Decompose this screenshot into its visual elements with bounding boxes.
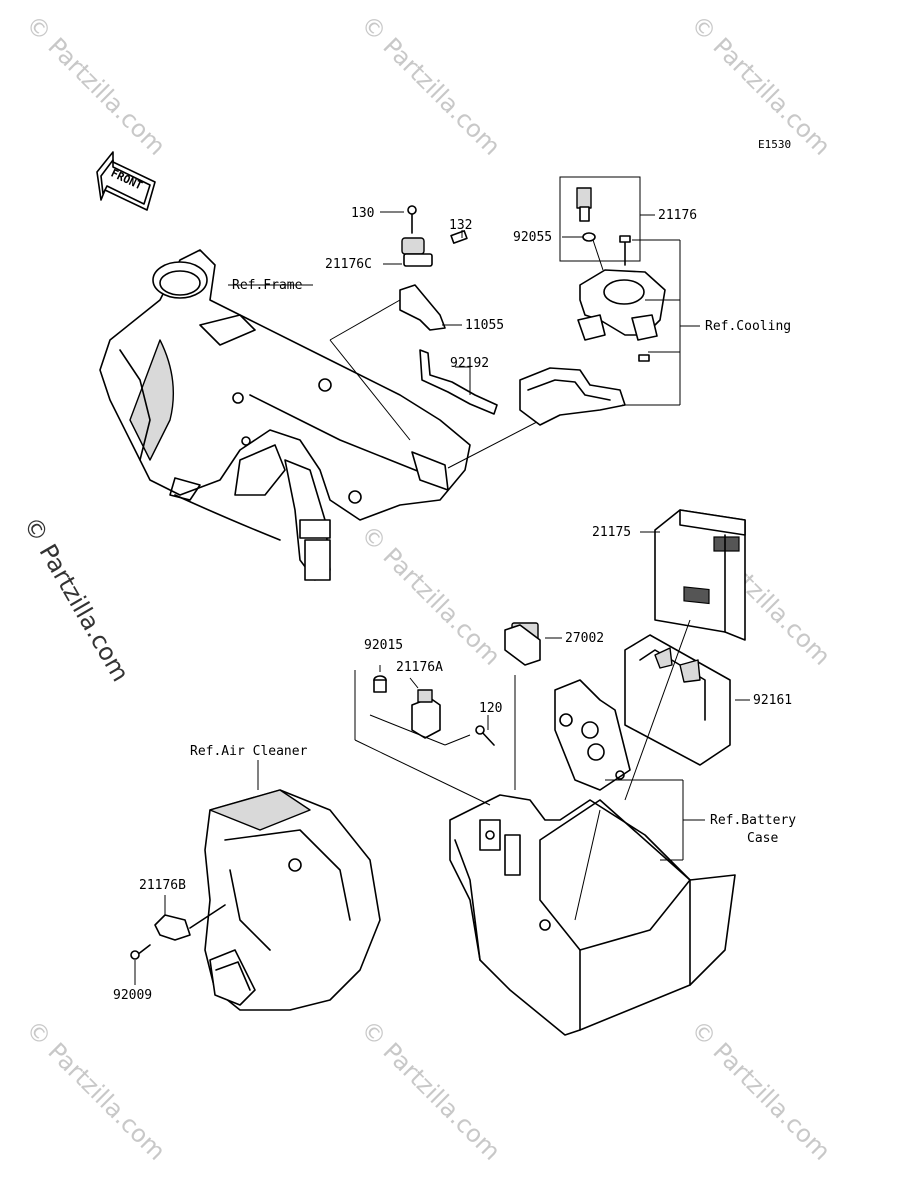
label-132: 132 — [449, 218, 473, 233]
ecu-bracket — [554, 634, 731, 791]
label-21176a: 21176A — [396, 660, 443, 675]
ecu-unit — [654, 509, 746, 641]
diagram-code: E1530 — [758, 138, 792, 151]
label-ref-frame: Ref.Frame — [232, 278, 303, 293]
sensor-21176c — [399, 205, 498, 415]
front-arrow-icon — [96, 151, 156, 211]
leader-lines-upper — [228, 211, 700, 406]
label-92055: 92055 — [513, 230, 553, 245]
sensor-21176a — [373, 675, 495, 746]
label-130: 130 — [351, 206, 375, 221]
label-21176: 21176 — [658, 208, 698, 223]
label-11055: 11055 — [465, 318, 505, 333]
label-27002: 27002 — [565, 631, 605, 646]
label-92161: 92161 — [753, 693, 793, 708]
label-ref-battery-case-2: Case — [747, 831, 779, 846]
label-21176b: 21176B — [139, 878, 186, 893]
label-21176c: 21176C — [325, 257, 372, 272]
thermo-sensor-box — [559, 176, 641, 262]
label-92015: 92015 — [364, 638, 404, 653]
thermostat-housing — [576, 187, 666, 362]
label-92009: 92009 — [113, 988, 153, 1003]
frame-drawing — [99, 249, 471, 581]
label-ref-cooling: Ref.Cooling — [705, 319, 792, 334]
air-cleaner — [204, 760, 381, 1011]
label-ref-battery-case: Ref.Battery — [710, 813, 797, 828]
cooling-bracket — [519, 367, 626, 426]
label-21175: 21175 — [592, 525, 632, 540]
leader-lines-lower — [354, 531, 750, 921]
label-92192: 92192 — [450, 356, 490, 371]
relay-27002 — [504, 622, 541, 666]
battery-case — [449, 794, 736, 1036]
label-120: 120 — [479, 701, 503, 716]
label-ref-air-cleaner: Ref.Air Cleaner — [190, 744, 308, 759]
sensor-21176b — [130, 895, 226, 985]
